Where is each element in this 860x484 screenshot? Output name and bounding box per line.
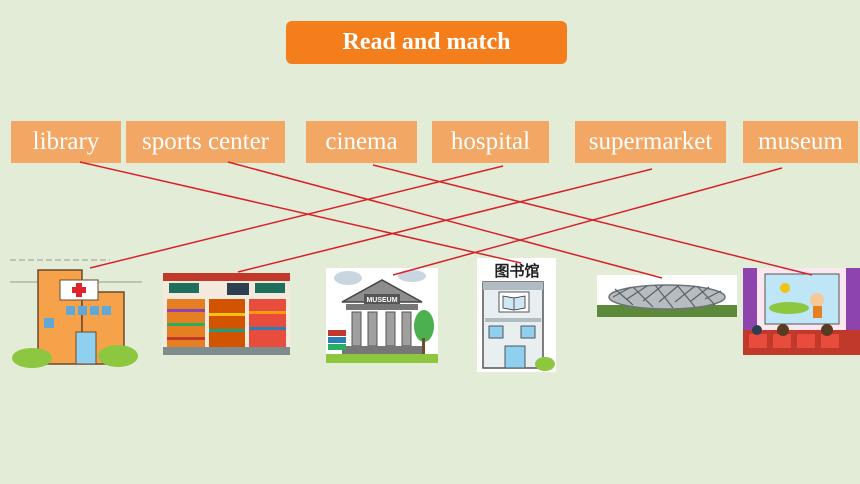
library-sign: 图书馆	[494, 262, 539, 280]
word-card-hospital[interactable]: hospital	[432, 121, 549, 163]
picture-cinema[interactable]	[743, 268, 860, 355]
match-line-hospital	[89, 165, 504, 269]
word-card-library[interactable]: library	[11, 121, 121, 163]
picture-hospital[interactable]	[10, 258, 142, 368]
word-card-supermarket[interactable]: supermarket	[575, 121, 726, 163]
museum-sign: MUSEUM	[366, 297, 397, 304]
title-banner: Read and match	[286, 21, 567, 64]
match-line-library	[79, 161, 522, 264]
picture-supermarket[interactable]	[163, 273, 290, 355]
word-card-museum[interactable]: museum	[743, 121, 858, 163]
word-card-cinema[interactable]: cinema	[306, 121, 417, 163]
word-card-sports-center[interactable]: sports center	[126, 121, 285, 163]
match-line-museum	[392, 167, 783, 276]
match-line-supermarket	[237, 168, 653, 273]
picture-museum[interactable]: MUSEUM	[326, 268, 438, 363]
picture-library[interactable]: 图书馆	[477, 258, 556, 372]
picture-sports-center[interactable]	[597, 275, 737, 317]
